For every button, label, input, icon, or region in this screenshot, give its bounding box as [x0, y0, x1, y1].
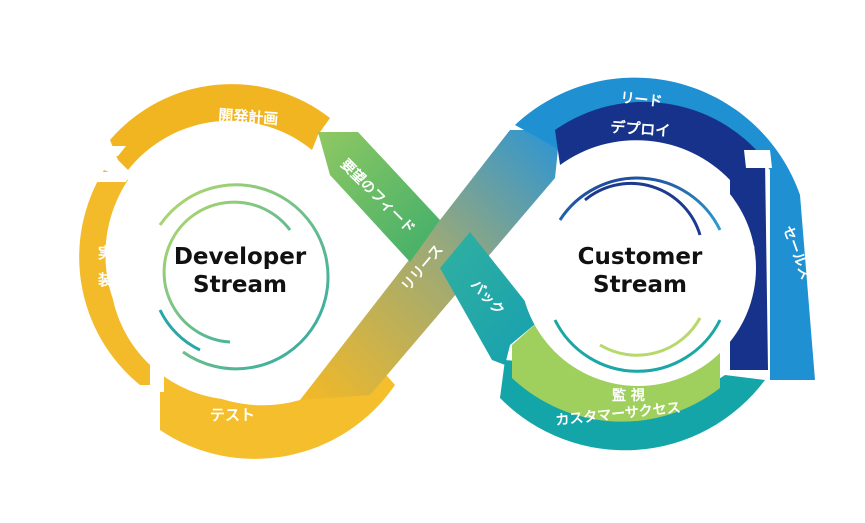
dev-ring-implement [79, 170, 160, 385]
label-implement-2: 装 [97, 271, 114, 289]
developer-loop: Developer Stream 開発計画 実 装 テスト [79, 84, 395, 459]
label-monitor: 監 視 [612, 387, 645, 404]
back-band [440, 232, 540, 365]
dev-inner-arc-inner [162, 200, 292, 344]
bridge: 要望のフィード リリース バック [300, 130, 560, 400]
label-ops-2: 用 [741, 270, 755, 286]
cust-inner-arc-outer [558, 176, 722, 231]
label-plan: 開発計画 [218, 106, 279, 128]
cust-inner-arc-bottom2 [599, 317, 702, 357]
label-ops-1: 運 [741, 246, 756, 262]
dev-inner-arc-small [158, 309, 201, 352]
label-implement-1: 実 [98, 244, 113, 262]
customer-loop: Customer Stream リード デプロイ セールス 運 用 監 視 カス… [500, 77, 815, 451]
label-deploy: デプロイ [610, 118, 671, 140]
cust-inner-arc-inner [584, 181, 702, 236]
developer-title-line1: Developer [174, 244, 307, 270]
customer-title-line2: Stream [593, 272, 687, 298]
dev-inner-arc-outer [158, 183, 330, 371]
dev-ring-plan [110, 84, 330, 170]
cust-inner-arc-bottom [553, 319, 722, 373]
cust-ring-monitor [512, 320, 720, 422]
feedback-band [318, 132, 440, 262]
customer-title-line1: Customer [578, 244, 703, 270]
developer-title-line2: Stream [193, 272, 287, 298]
label-test: テスト [210, 406, 255, 424]
cust-ring-deploy [555, 101, 768, 370]
label-lead: リード [620, 90, 663, 110]
cust-ring-lead [515, 77, 815, 381]
release-band [300, 130, 560, 400]
